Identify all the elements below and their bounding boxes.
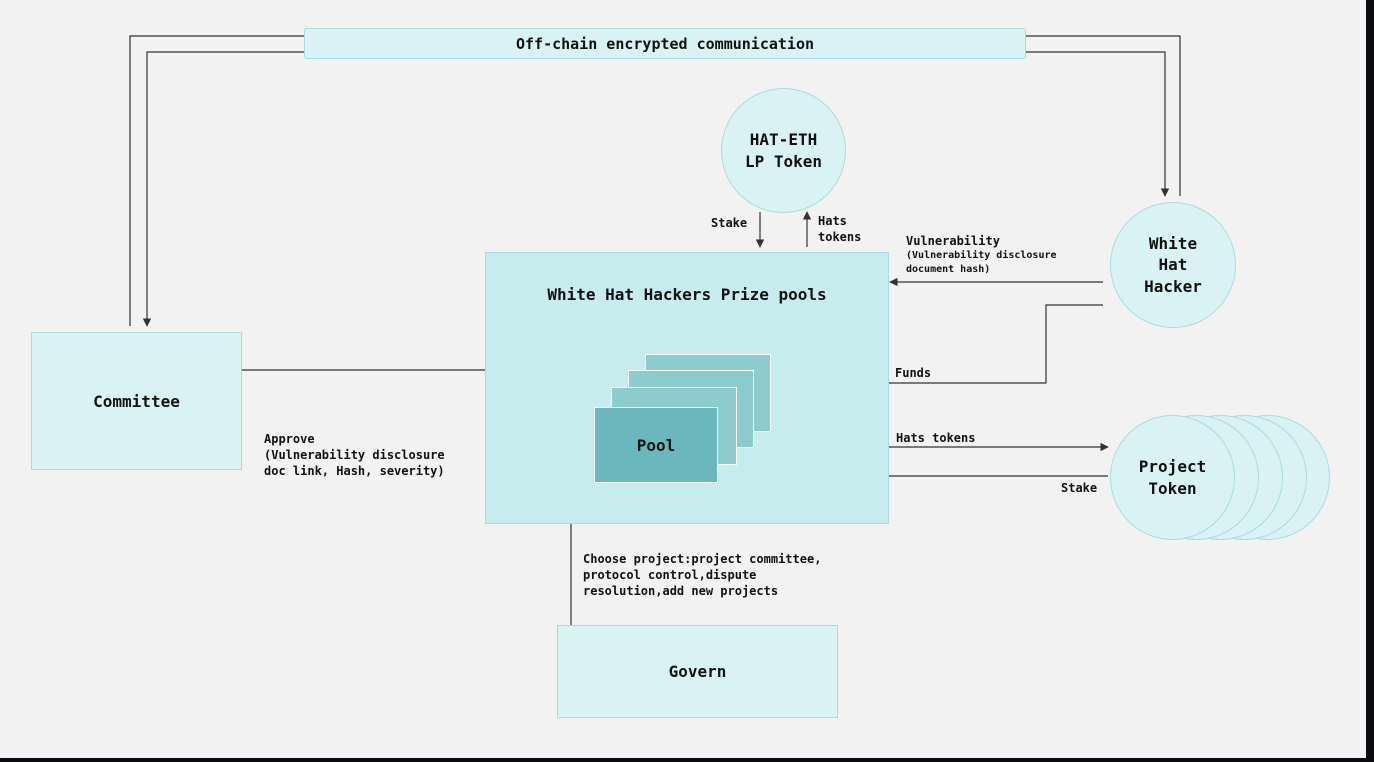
- offchain-inner-line-right: [1026, 51, 1170, 197]
- offchain-inner-line: [142, 51, 304, 327]
- vulnerability-detail-label: (Vulnerability disclosure document hash): [906, 250, 1057, 275]
- lp-hats-tokens-label: Hats tokens: [818, 214, 862, 245]
- offchain-outer-line: [129, 35, 1181, 326]
- choose-project-label: Choose project:project committee, protoc…: [583, 552, 822, 599]
- lp-token-node: HAT-ETH LP Token: [721, 88, 846, 213]
- project-token-node: Project Token: [1110, 415, 1235, 540]
- govern-node: Govern: [557, 625, 838, 718]
- lp-stake-label: Stake: [711, 216, 748, 230]
- stake-project-label: Stake: [1061, 481, 1098, 495]
- pool-node: Pool: [594, 407, 718, 483]
- offchain-banner: Off-chain encrypted communication: [304, 28, 1026, 59]
- white-hat-hacker-node: White Hat Hacker: [1110, 202, 1236, 328]
- committee-node: Committee: [31, 332, 242, 470]
- funds-label: Funds: [895, 366, 932, 380]
- approve-label: Approve (Vulnerability disclosure doc li…: [264, 432, 445, 479]
- hats-tokens-project-label: Hats tokens: [896, 431, 976, 445]
- funds-line: [768, 304, 1103, 384]
- vulnerability-label: Vulnerability: [906, 234, 1000, 248]
- prize-pools-title: White Hat Hackers Prize pools: [547, 285, 827, 304]
